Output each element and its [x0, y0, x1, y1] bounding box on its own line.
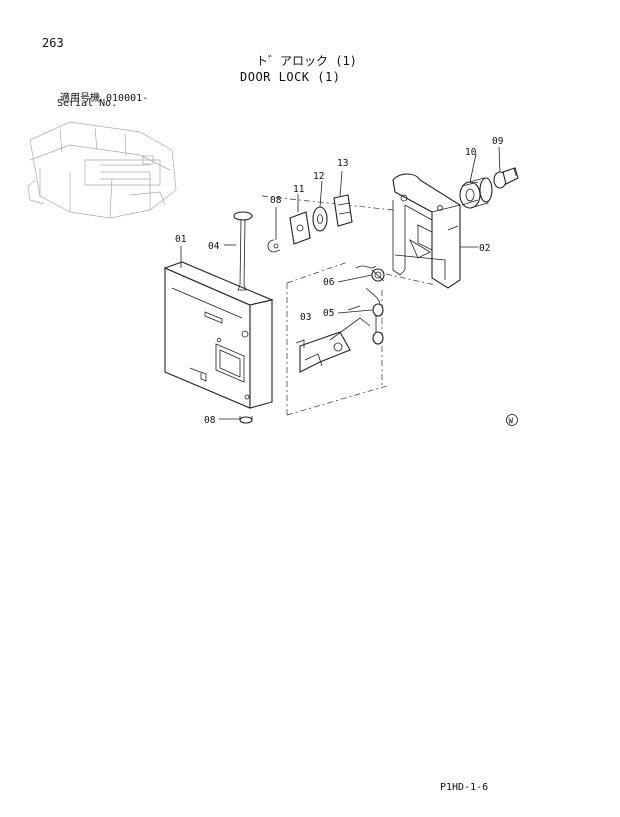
nut-plate [289, 211, 311, 245]
washer [312, 206, 328, 232]
serial-label-japanese: 適用号機 010001- [60, 93, 149, 104]
spring-lower [365, 287, 384, 345]
watermark-letter: W [509, 417, 514, 426]
callout-03: 03 [300, 312, 311, 323]
clip-ring-upper [267, 239, 281, 253]
bracket-small [333, 194, 353, 227]
page-title: DOOR LOCK (1) [240, 70, 341, 84]
striker-frame [392, 173, 461, 289]
callout-06: 06 [323, 277, 335, 288]
latch-mechanism [295, 305, 371, 373]
callout-08-lower: 08 [204, 415, 216, 426]
assembly-guide-lines [261, 195, 436, 416]
page-title-japanese: ト゛アロック (1) [256, 54, 357, 68]
page-number: 263 [42, 36, 64, 50]
key [493, 167, 519, 189]
callout-12: 12 [313, 171, 324, 182]
callout-11: 11 [293, 184, 305, 195]
callout-13: 13 [337, 158, 348, 169]
lock-cylinder [459, 177, 493, 209]
door-lock-plate [163, 261, 274, 409]
machine-thumbnail [27, 121, 177, 219]
serial-label: Serial No. [57, 98, 118, 109]
callout-05: 05 [323, 308, 334, 319]
callout-09: 09 [492, 136, 504, 147]
leader-lines [180, 146, 501, 420]
callout-02: 02 [479, 243, 490, 254]
clip-ring-lower [239, 416, 253, 424]
callout-labels: 01 02 03 04 05 06 08 08 09 10 11 12 13 [175, 136, 504, 426]
spring-upper [355, 265, 385, 282]
lock-pin [233, 211, 253, 291]
watermark-mark: W [506, 414, 518, 426]
footer-code: P1HD-1-6 [440, 782, 489, 793]
callout-01: 01 [175, 234, 187, 245]
callout-08-upper: 08 [270, 195, 282, 206]
callout-10: 10 [465, 147, 477, 158]
callout-04: 04 [208, 241, 220, 252]
